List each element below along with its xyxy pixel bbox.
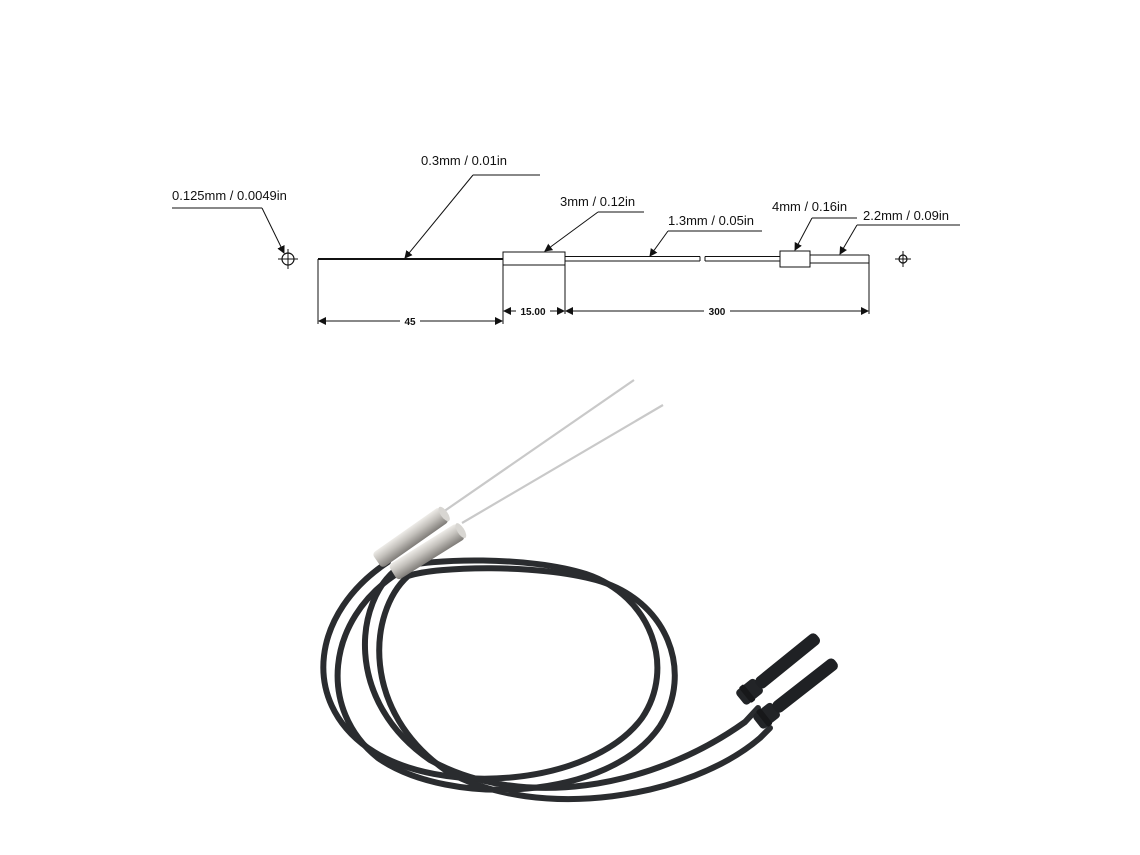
probe-diameter-label: 0.3mm / 0.01in (421, 153, 507, 168)
connector-outline (779, 250, 811, 268)
sleeve-diameter-label: 3mm / 0.12in (560, 194, 635, 209)
metal-sleeve-2 (389, 523, 467, 580)
fiber-diameter-label: 1.3mm / 0.05in (668, 213, 754, 228)
end-connector-2 (753, 658, 838, 729)
connector-diameter-label: 4mm / 0.16in (772, 199, 847, 214)
end-connector-1 (736, 633, 821, 705)
fiber-tube-outline (565, 256, 780, 262)
sleeve-length-label: 15.00 (520, 307, 545, 318)
end-diameter-label: 2.2mm / 0.09in (863, 208, 949, 223)
core-diameter-label: 0.125mm / 0.0049in (172, 188, 287, 203)
probe-length-label: 45 (404, 317, 416, 328)
probe-wire-1 (442, 379, 635, 513)
cable-length-label: 300 (709, 307, 726, 318)
fiber-cable-2 (334, 565, 773, 803)
product-photo (320, 379, 838, 803)
probe-wire-2 (461, 404, 664, 524)
leader-lines (172, 174, 960, 259)
metal-sleeve-1 (373, 506, 450, 567)
end-cross-section-symbol (895, 251, 911, 267)
core-cross-section-symbol (278, 249, 298, 269)
end-tube-outline (810, 254, 870, 264)
sleeve-outline (502, 251, 566, 266)
fiber-cable-1 (320, 557, 761, 791)
